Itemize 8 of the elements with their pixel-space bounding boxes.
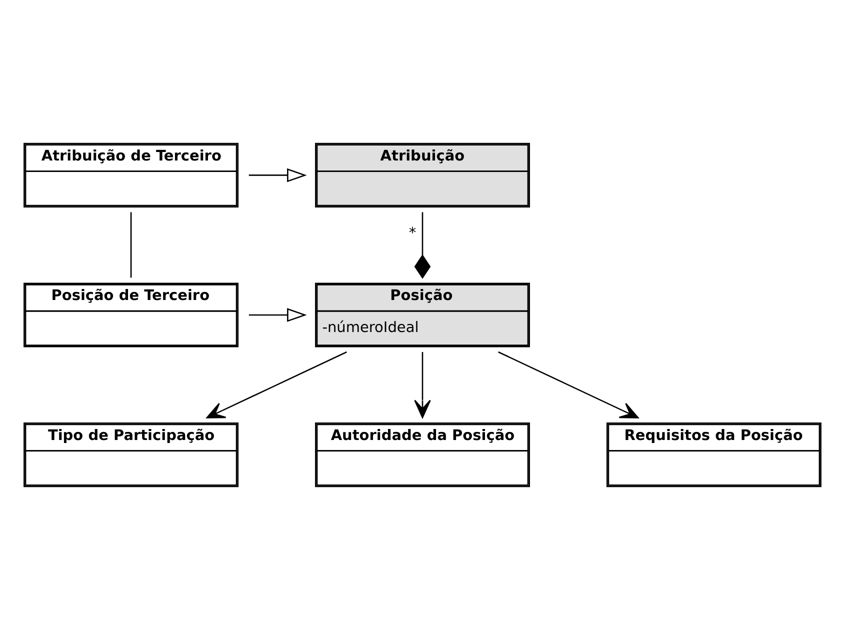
connector [130,212,132,278]
arrow [414,352,431,418]
edge-label: * [408,225,416,242]
arrow [248,308,307,322]
arrow [498,351,639,418]
connector [414,212,431,279]
arrow [206,351,347,418]
arrow [248,168,307,182]
